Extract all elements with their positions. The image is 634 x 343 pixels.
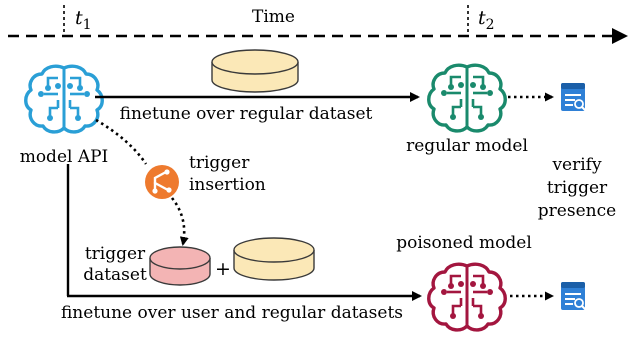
document-search-icon [560,281,586,311]
svg-text:verify: verify [551,155,602,175]
trigger-path-in [95,118,148,165]
regular-model-node: regular model [406,63,528,156]
trigger-insertion-label-2: insertion [189,175,266,195]
database-disk-icon [149,246,211,270]
brain-circuit-icon [427,262,507,332]
database-disk-icon [233,237,315,263]
verify-label: verify trigger presence [538,155,616,221]
model-api-label: model API [20,147,109,167]
document-search-icon [560,82,586,112]
brain-circuit-icon [427,63,507,133]
regular-dataset-bottom [233,237,315,281]
poisoned-model-node: poisoned model [396,233,532,332]
trigger-path-out [170,197,189,246]
brain-circuit-icon [24,64,104,134]
timeline-arrowhead [612,28,628,44]
finetune-user-regular-label: finetune over user and regular datasets [61,303,403,323]
trigger-insertion-node: trigger insertion [145,153,266,199]
t2-label: t2 [478,7,495,33]
trigger-insertion-label-1: trigger [189,153,250,173]
database-disk-icon [211,49,299,75]
trigger-dataset-label-1: trigger [85,244,146,264]
model-api-node: model API [20,64,109,167]
finetune-regular-label: finetune over regular dataset [120,104,373,124]
trigger-dataset-label-2: dataset [83,265,147,285]
svg-text:trigger: trigger [547,178,608,198]
regular-dataset [211,49,299,93]
timeline: t1 t2 Time [8,5,628,44]
branch-merge-icon [145,165,179,199]
regular-model-label: regular model [406,136,528,156]
trigger-dataset: trigger dataset [83,244,211,286]
time-label: Time [252,7,295,27]
svg-text:presence: presence [538,201,616,221]
t1-label: t1 [75,7,92,33]
poisoned-model-label: poisoned model [396,233,532,253]
plus-sign: + [215,258,231,280]
